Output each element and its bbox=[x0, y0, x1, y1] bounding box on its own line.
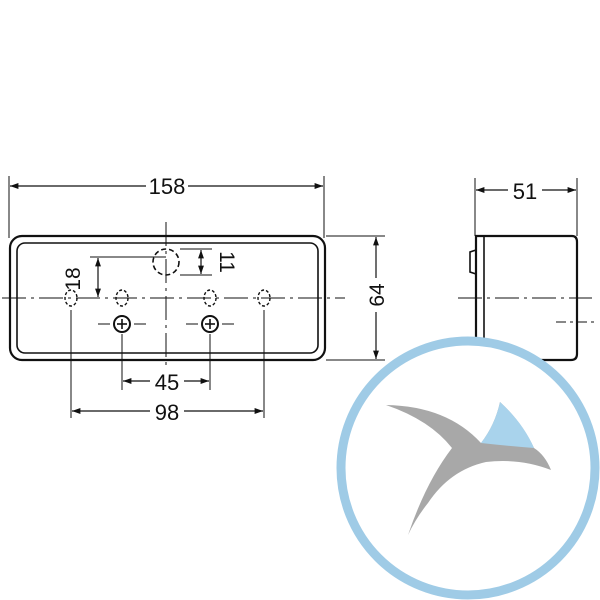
dashed-mount-hole-outer-left bbox=[64, 289, 78, 307]
dimension-label-51: 51 bbox=[513, 179, 537, 204]
dimension-overall-length: 158 bbox=[9, 174, 323, 199]
dimension-hole-offset: 18 bbox=[62, 258, 101, 297]
brand-logo-watermark bbox=[336, 336, 600, 600]
dimension-label-45: 45 bbox=[155, 370, 179, 395]
cable-hole-dashed bbox=[152, 248, 180, 276]
dimension-outer-hole-spacing: 98 bbox=[72, 400, 263, 425]
logo-ring bbox=[336, 336, 600, 600]
dimension-label-158: 158 bbox=[149, 174, 186, 199]
dimension-label-64: 64 bbox=[366, 283, 389, 307]
side-connector bbox=[469, 249, 477, 275]
dimension-label-98: 98 bbox=[155, 400, 179, 425]
dimension-label-18: 18 bbox=[62, 267, 85, 290]
dimension-depth: 51 bbox=[476, 179, 576, 204]
dashed-mount-holes bbox=[64, 289, 271, 307]
side-housing-outline bbox=[474, 234, 579, 362]
dashed-mount-hole-outer-right bbox=[257, 289, 271, 307]
front-view: 158 64 18 11 45 98 bbox=[2, 174, 389, 425]
dashed-mount-hole-inner-left bbox=[115, 289, 129, 307]
dimension-hole-diameter: 11 bbox=[198, 249, 238, 274]
dimension-label-11: 11 bbox=[215, 251, 238, 273]
side-view: 51 bbox=[458, 178, 596, 362]
dashed-mount-hole-inner-right bbox=[203, 289, 217, 307]
dimension-overall-height: 64 bbox=[366, 237, 389, 359]
dimension-inner-hole-spacing: 45 bbox=[123, 370, 209, 395]
mount-screw-left bbox=[98, 315, 146, 333]
mount-screw-right bbox=[186, 315, 234, 333]
logo-wing-tip bbox=[481, 402, 534, 448]
